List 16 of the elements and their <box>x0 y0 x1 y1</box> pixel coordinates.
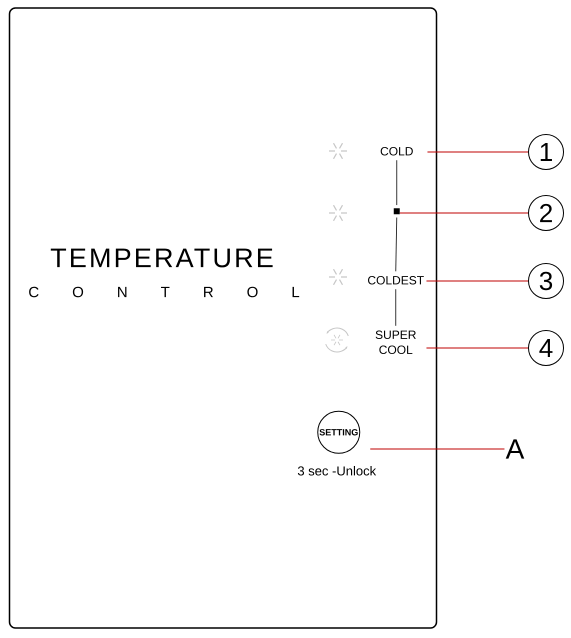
callout-number: 3 <box>528 263 564 299</box>
setting-button: SETTING <box>317 410 360 454</box>
callout-number: 2 <box>528 195 564 231</box>
node-label: 3 sec -Unlock <box>298 466 376 476</box>
connector-line <box>395 288 396 326</box>
leader-line <box>370 448 505 450</box>
callout-letter: A <box>506 439 524 459</box>
leader-line <box>426 280 528 282</box>
connector-line <box>395 217 398 272</box>
mode-label: COLD <box>380 147 413 156</box>
callout-number: 4 <box>528 330 564 366</box>
mode-label: COLDEST <box>368 276 424 284</box>
mode-label: SUPER COOL <box>376 330 416 354</box>
leader-line <box>400 212 528 214</box>
callout-number: 1 <box>528 134 564 170</box>
connector-line <box>396 160 398 206</box>
